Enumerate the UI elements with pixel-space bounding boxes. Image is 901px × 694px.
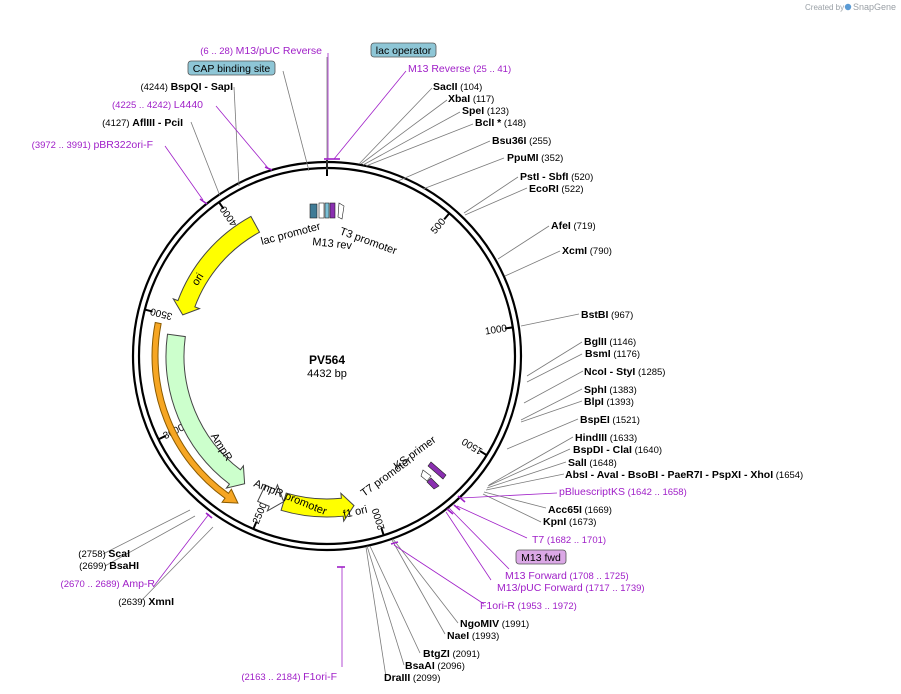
snapgene-logo-icon <box>844 3 852 11</box>
ampr-arc <box>165 333 246 489</box>
leader-lines <box>102 57 584 678</box>
plasmid-name: PV564 <box>309 353 345 367</box>
cap-binding-box <box>187 60 276 76</box>
ampr-outline-arc <box>151 321 239 504</box>
lac-operator-glyph <box>324 202 330 219</box>
tick-mark <box>380 527 385 536</box>
primer-label-m13forward: M13 Forward (1708 .. 1725) <box>505 570 629 582</box>
enzyme-label-bspdi: BspDI - ClaI (1640) <box>573 444 662 456</box>
ori-arc <box>172 215 261 316</box>
enzyme-label-bcli: BclI * (148) <box>475 117 526 129</box>
enzyme-label-blpi: BlpI (1393) <box>584 396 634 408</box>
enzyme-label-xcmi: XcmI (790) <box>562 245 612 257</box>
primer-label-f1orir: F1ori-R (1953 .. 1972) <box>480 600 577 612</box>
primer-label-m13pucforward: M13/pUC Forward (1717 .. 1739) <box>497 582 645 594</box>
enzyme-label-ncoi: NcoI - StyI (1285) <box>584 366 665 378</box>
enzyme-label-kpni: KpnI (1673) <box>543 516 596 528</box>
enzyme-label-scai: (2758) ScaI <box>78 548 130 560</box>
ori-label: ori <box>190 271 207 288</box>
cap-binding-glyph <box>309 203 318 219</box>
enzyme-label-bstbi: BstBI (967) <box>581 309 633 321</box>
enzyme-label-bspei: BspEI (1521) <box>580 414 640 426</box>
tick-mark <box>144 308 153 313</box>
enzyme-label-btgzi: BtgZI (2091) <box>423 648 480 660</box>
enzyme-label-bsahi: (2699) BsaHI <box>79 560 139 572</box>
t7-promoter-label: T7 promoter <box>359 454 415 499</box>
primer-label-pbr322orif: (3972 .. 3991) pBR322ori-F <box>32 139 153 151</box>
enzyme-label-afliii: (4127) AflIII - PciI <box>102 117 183 129</box>
enzyme-label-xbai: XbaI (117) <box>448 93 494 105</box>
enzyme-label-hindiii: HindIII (1633) <box>575 432 637 444</box>
enzyme-label-bsmi: BsmI (1176) <box>585 348 640 360</box>
t3-promoter-glyph <box>337 202 345 220</box>
enzyme-label-bspqi: (4244) BspQI - SapI <box>140 81 233 93</box>
tick-mark <box>479 450 488 457</box>
lac-operator-box <box>370 42 437 58</box>
tick-mark <box>158 434 167 441</box>
tick-mark <box>504 326 513 330</box>
primer-marks <box>199 158 466 568</box>
enzyme-label-sali: SalI (1648) <box>568 457 617 469</box>
enzyme-labels-right: SacII (104)XbaI (117)SpeI (123)BclI * (1… <box>384 81 803 684</box>
enzyme-label-bglii: BglII (1146) <box>584 336 636 348</box>
ori-highlight <box>151 321 239 504</box>
feature-arcs <box>165 215 355 523</box>
enzyme-label-afei: AfeI (719) <box>551 220 596 232</box>
enzyme-label-acc65i: Acc65I (1669) <box>548 504 612 516</box>
primer-label-l4440: (4225 .. 4242) L4440 <box>112 99 203 111</box>
enzyme-label-xmni: (2639) XmnI <box>118 596 174 608</box>
f1-ori-arc <box>280 492 355 523</box>
ks-primer-glyph <box>426 477 440 490</box>
primer-label-pbluescriptks: pBluescriptKS (1642 .. 1658) <box>559 486 687 498</box>
primer-label-f1orif: (2163 .. 2184) F1ori-F <box>241 671 337 683</box>
tick-mark <box>252 521 258 530</box>
tick-label: 1500 <box>460 435 485 456</box>
enzyme-label-ppumi: PpuMI (352) <box>507 152 563 164</box>
enzyme-label-absi: AbsI - AvaI - BsoBI - PaeR7I - PspXI - X… <box>565 469 803 481</box>
enzyme-label-ecori: EcoRI (522) <box>529 183 584 195</box>
m13-fwd-text: M13 fwd <box>521 552 561 564</box>
primer-label-ampr: (2670 .. 2689) Amp-R <box>61 578 156 590</box>
enzyme-label-sphi: SphI (1383) <box>584 384 637 396</box>
m13-rev-glyph <box>329 202 336 219</box>
cap-binding-text: CAP binding site <box>193 63 271 75</box>
credit-text: Created by <box>805 3 844 12</box>
plasmid-length: 4432 bp <box>307 368 347 380</box>
credit-brand: SnapGene <box>853 2 896 12</box>
enzyme-label-psti: PstI - SbfI (520) <box>520 171 593 183</box>
enzyme-label-draiii: DraIII (2099) <box>384 672 440 684</box>
enzyme-label-bsu36i: Bsu36I (255) <box>492 135 551 147</box>
enzyme-label-sacii: SacII (104) <box>433 81 482 93</box>
primer-label-t7: T7 (1682 .. 1701) <box>532 534 606 546</box>
tick-label: 500 <box>429 216 448 236</box>
ampr-promoter-arc <box>257 483 285 513</box>
enzyme-labels-left: (4244) BspQI - SapI (4127) AflIII - PciI (… <box>78 81 233 608</box>
t7-promoter-glyph <box>420 469 432 482</box>
m13-rev-label: M13 rev <box>312 236 353 252</box>
enzyme-label-naei: NaeI (1993) <box>447 630 499 642</box>
tick-mark <box>218 201 225 210</box>
tick-label: 2000 <box>370 506 387 531</box>
f1-ori-label: f1 ori <box>342 504 369 521</box>
tick-label: 1000 <box>484 323 508 337</box>
enzyme-label-ngomiv: NgoMIV (1991) <box>460 618 529 630</box>
primer-leaders <box>153 53 558 667</box>
primer-label-m13reverse: M13 Reverse (25 .. 41) <box>408 63 511 75</box>
mcs-features <box>309 202 345 220</box>
enzyme-label-bsaai: BsaAI (2096) <box>405 660 465 672</box>
ks-features <box>420 461 447 490</box>
tick-label: 3500 <box>149 305 174 321</box>
m13-fwd-box <box>515 549 567 565</box>
lac-promoter-glyph <box>318 202 325 219</box>
lac-operator-text: lac operator <box>376 45 432 57</box>
enzyme-label-spei: SpeI (123) <box>462 105 509 117</box>
tick-mark <box>443 212 451 221</box>
m13-fwd-glyph <box>427 461 447 480</box>
primer-label-m13pucreverse: (6 .. 28) M13/pUC Reverse <box>200 45 322 57</box>
